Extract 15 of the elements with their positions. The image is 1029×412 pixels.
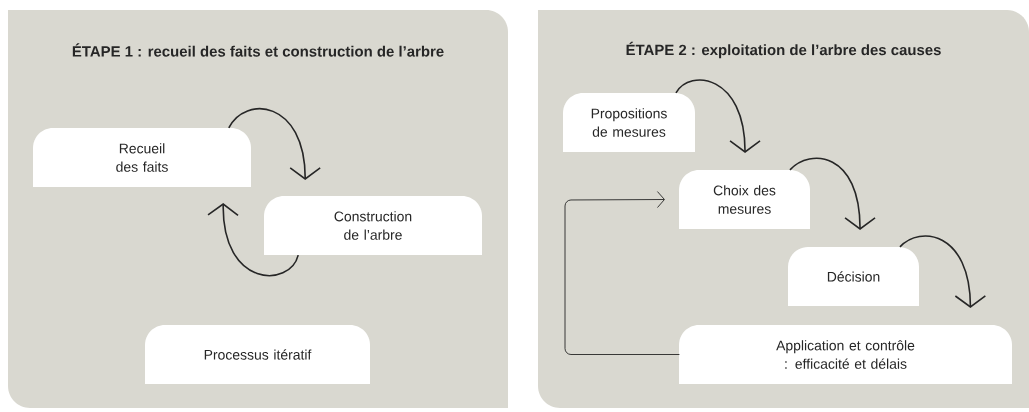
step-box: Choix des mesures [679, 170, 810, 229]
step-box: Processus itératif [145, 325, 370, 384]
step-box: Décision [788, 247, 919, 306]
step-box: Propositions de mesures [563, 93, 695, 152]
curved-arrow [675, 79, 761, 153]
step-box: Construction de l’arbre [264, 196, 482, 255]
feedback-arrow [564, 191, 680, 355]
step-box: Application et contrôle : efficacité et délais [679, 325, 1012, 384]
curved-arrow [899, 235, 987, 308]
panel-heading: ÉTAPE 2 : exploitation de l’arbre des causes [626, 41, 941, 59]
curved-arrow [789, 157, 876, 230]
step-box: Recueil des faits [33, 128, 251, 187]
curved-arrow [207, 203, 299, 277]
panel-heading: ÉTAPE 1 : recueil des faits et construction de l’arbre [72, 43, 444, 57]
curved-arrow [228, 108, 321, 180]
